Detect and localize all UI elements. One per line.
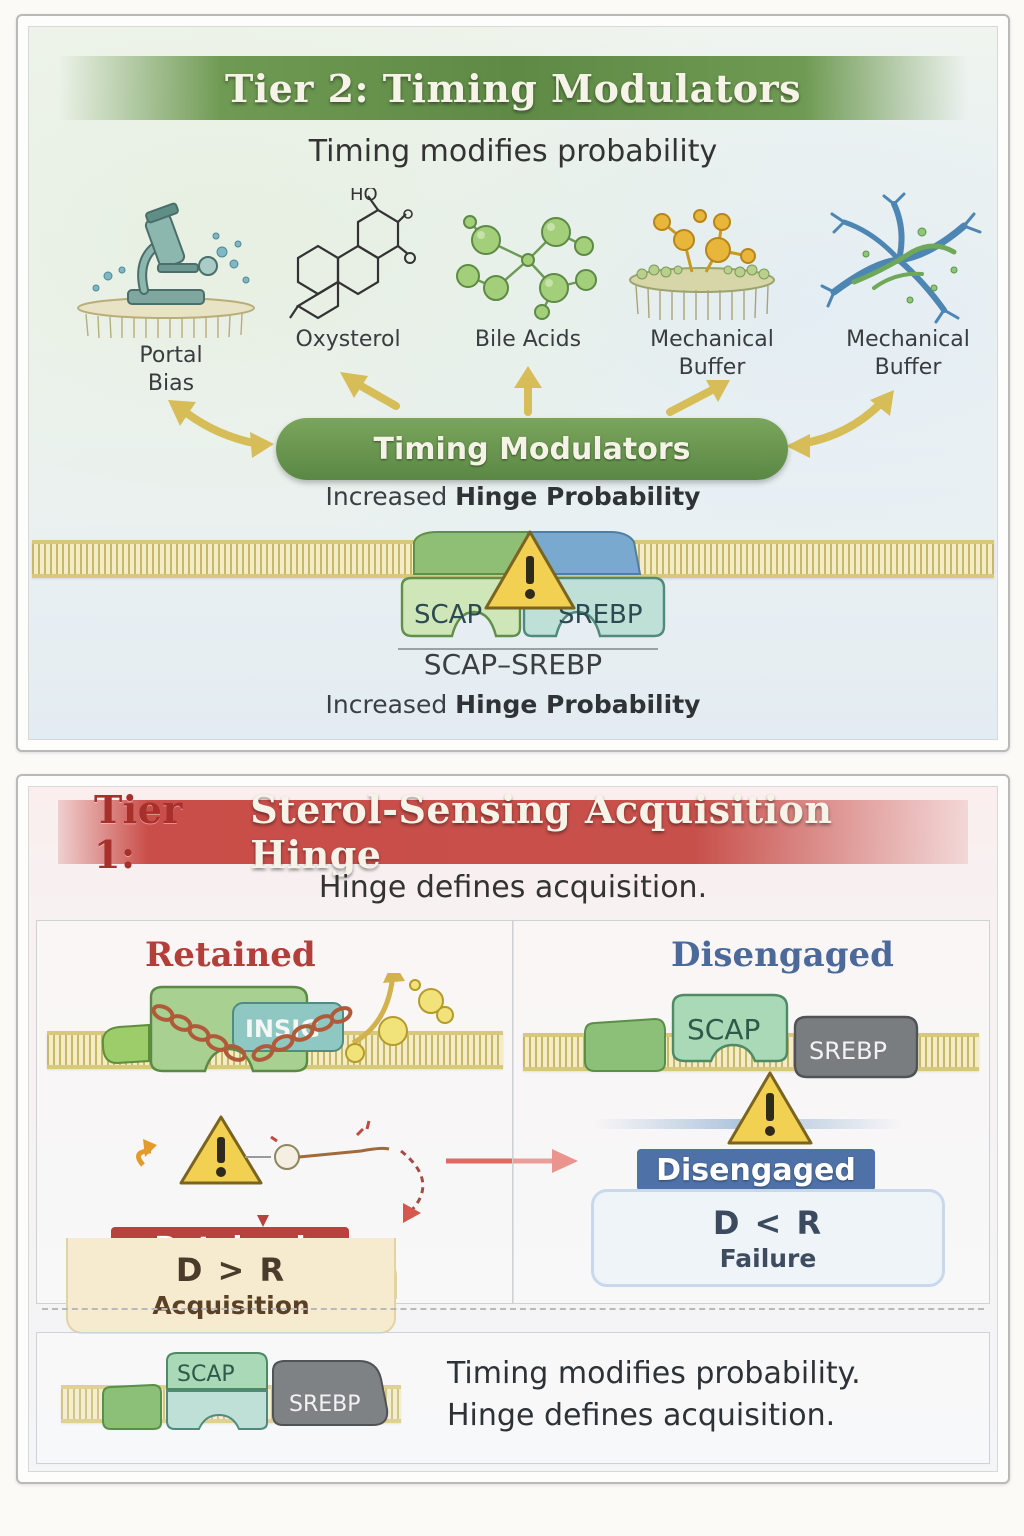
timing-modulators-hub: Timing Modulators <box>276 418 788 480</box>
disengaged-title: Disengaged <box>671 935 894 975</box>
summary-text: Timing modifies probability. Hinge defin… <box>447 1353 861 1437</box>
arrow-portal-bias <box>184 410 262 448</box>
oxysterol-atom-label: HO <box>350 188 378 205</box>
disengaged-panel: Disengaged SCAP SREBP Disengaged D < R F… <box>512 920 990 1304</box>
disengaged-relation: D < R <box>712 1203 824 1242</box>
bile-acid-molecule-icon <box>456 215 597 320</box>
complex-name: SCAP–SREBP <box>423 648 603 681</box>
insig-retention-illustration: INSIG <box>101 973 454 1073</box>
tier2-title: Tier 2: Timing Modulators <box>58 56 968 120</box>
modulator-label-mechanical-buffer-2: Mechanical Buffer <box>828 326 988 382</box>
disengaged-srebp-label: SREBP <box>809 1037 887 1065</box>
membrane-buffer-icon <box>629 209 775 320</box>
modulator-label-line: Bias <box>147 371 195 396</box>
modulator-label-oxysterol: Oxysterol <box>295 327 401 352</box>
modulator-label-line: Mechanical <box>846 327 970 352</box>
tier2-subtitle: Timing modifies probability <box>308 134 718 169</box>
warning-icon <box>727 1071 813 1145</box>
complex-divider <box>398 648 658 650</box>
branched-network-icon <box>820 192 982 324</box>
modulator-label-line: Portal <box>139 343 203 368</box>
retained-title: Retained <box>145 935 316 975</box>
summary-line-1: Timing modifies probability. <box>447 1356 861 1391</box>
oxysterol-molecule-icon: HO <box>289 188 416 320</box>
modulator-arrows <box>168 366 894 458</box>
disengaged-result-box: D < R Failure <box>591 1189 945 1287</box>
bottom-caption: Increased Hinge Probability <box>18 690 1008 719</box>
arrow-mechanical-buffer-1 <box>666 384 720 416</box>
warning-icon <box>179 1115 263 1185</box>
modulator-label-line: Mechanical <box>650 327 774 352</box>
summary-line-2: Hinge defines acquisition. <box>447 1398 836 1433</box>
arrow-mechanical-buffer-2 <box>796 400 884 448</box>
disengaged-scap-label: SCAP <box>687 1013 760 1046</box>
retained-result-box: D > R Acquisition <box>66 1238 396 1334</box>
summary-complex: SCAP SREBP <box>102 1352 389 1430</box>
bottom-caption-bold: Hinge Probability <box>455 690 701 719</box>
hub-caption: Increased Hinge Probability <box>18 482 1008 511</box>
summary-srebp-label: SREBP <box>289 1392 361 1417</box>
summary-scap-label: SCAP <box>177 1362 235 1387</box>
disengaged-tag: Disengaged <box>637 1149 875 1191</box>
tier1-title: Tier 1: Sterol-Sensing Acquisition Hinge <box>58 787 968 877</box>
hub-caption-bold: Hinge Probability <box>455 482 701 511</box>
tier1-subtitle: Hinge defines acquisition. <box>318 870 708 905</box>
transition-arrow <box>446 1149 578 1173</box>
modulator-label-line: Buffer <box>678 355 746 380</box>
summary-divider <box>42 1308 984 1310</box>
disengaged-outcome: Failure <box>719 1243 817 1273</box>
complex-scap-label: SCAP <box>414 600 482 630</box>
retained-outcome: Acquisition <box>152 1290 310 1320</box>
modulator-label-mechanical-buffer-1: Mechanical Buffer <box>632 326 792 382</box>
tier2-panel: Tier 2: Timing Modulators Timing modifie… <box>16 14 1010 752</box>
modulator-label-portal-bias: Portal Bias <box>106 342 236 398</box>
chain-icon <box>151 1004 353 1062</box>
retained-warning-cycle <box>136 1115 425 1227</box>
modulator-label-bile-acids: Bile Acids <box>474 327 582 352</box>
disengaged-complex: SCAP SREBP <box>584 993 919 1079</box>
microscope-icon <box>77 202 255 339</box>
bottom-caption-plain: Increased <box>325 690 448 719</box>
tier1-title-prefix: Tier 1: <box>94 787 183 877</box>
tier1-panel: Tier 1: Sterol-Sensing Acquisition Hinge… <box>16 774 1010 1484</box>
tier1-title-rest: Sterol-Sensing Acquisition Hinge <box>250 787 833 877</box>
scap-srebp-complex: SCAP SREBP <box>400 530 666 638</box>
hub-caption-plain: Increased <box>325 482 448 511</box>
retained-relation: D > R <box>175 1250 287 1289</box>
modulator-label-line: Buffer <box>874 355 942 380</box>
warning-icon <box>484 530 576 610</box>
summary-panel: SCAP SREBP Timing modifies probability. … <box>36 1332 990 1464</box>
